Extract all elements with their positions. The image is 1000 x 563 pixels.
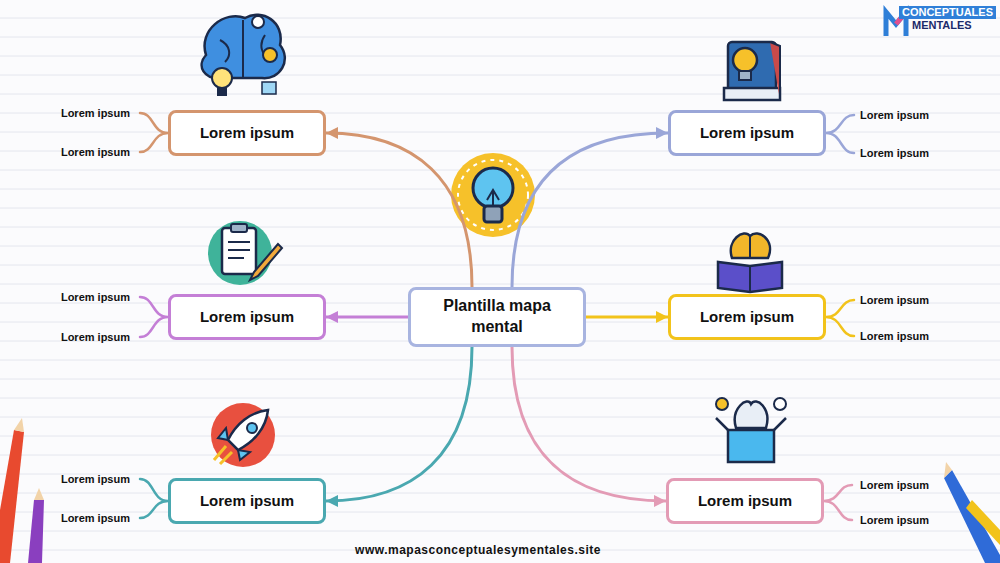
branch-connector — [512, 347, 666, 501]
logo-text: CONCEPTUALES — [899, 6, 996, 19]
pencils — [0, 418, 1000, 563]
branch-box: Lorem ipsum — [668, 294, 826, 340]
sub-idea-label: Lorem ipsum — [860, 146, 929, 160]
branch-connector — [326, 133, 472, 287]
branch-box: Lorem ipsum — [666, 478, 824, 524]
rocket-icon — [211, 403, 275, 467]
branch-box: Lorem ipsum — [168, 478, 326, 524]
box-brain-icon — [716, 398, 786, 462]
node-text: Lorem ipsum — [200, 491, 294, 511]
branch-box: Lorem ipsum — [168, 294, 326, 340]
brain-book-icon — [718, 233, 782, 292]
brain-gears-icon — [202, 15, 285, 96]
branch-connector — [326, 347, 472, 501]
sub-idea-label: Lorem ipsum — [860, 329, 929, 343]
branch-box: Lorem ipsum — [168, 110, 326, 156]
sub-idea-label: Lorem ipsum — [61, 472, 130, 486]
clipboard-icon — [208, 221, 282, 285]
sub-idea-label: Lorem ipsum — [61, 511, 130, 525]
node-text: Plantilla mapa mental — [427, 296, 567, 338]
node-text: Lorem ipsum — [200, 307, 294, 327]
sub-idea-label: Lorem ipsum — [860, 513, 929, 527]
node-text: Lorem ipsum — [200, 123, 294, 143]
node-text: Lorem ipsum — [700, 307, 794, 327]
bulb-book-icon — [724, 42, 780, 100]
website-url: www.mapasconceptualesymentales.site — [355, 543, 601, 557]
central-topic: Plantilla mapa mental — [408, 287, 586, 347]
sub-idea-label: Lorem ipsum — [860, 293, 929, 307]
branch-box: Lorem ipsum — [668, 110, 826, 156]
sub-idea-label: Lorem ipsum — [61, 290, 130, 304]
sub-idea-label: Lorem ipsum — [61, 106, 130, 120]
branch-connector — [586, 316, 668, 319]
branch-connector — [512, 133, 668, 287]
node-text: Lorem ipsum — [698, 491, 792, 511]
logo-text: MENTALES — [912, 19, 972, 32]
brackets — [140, 113, 854, 520]
sub-idea-label: Lorem ipsum — [61, 145, 130, 159]
sub-idea-label: Lorem ipsum — [860, 478, 929, 492]
node-text: Lorem ipsum — [700, 123, 794, 143]
sub-idea-label: Lorem ipsum — [860, 108, 929, 122]
sub-idea-label: Lorem ipsum — [61, 330, 130, 344]
branch-connector — [326, 316, 408, 319]
